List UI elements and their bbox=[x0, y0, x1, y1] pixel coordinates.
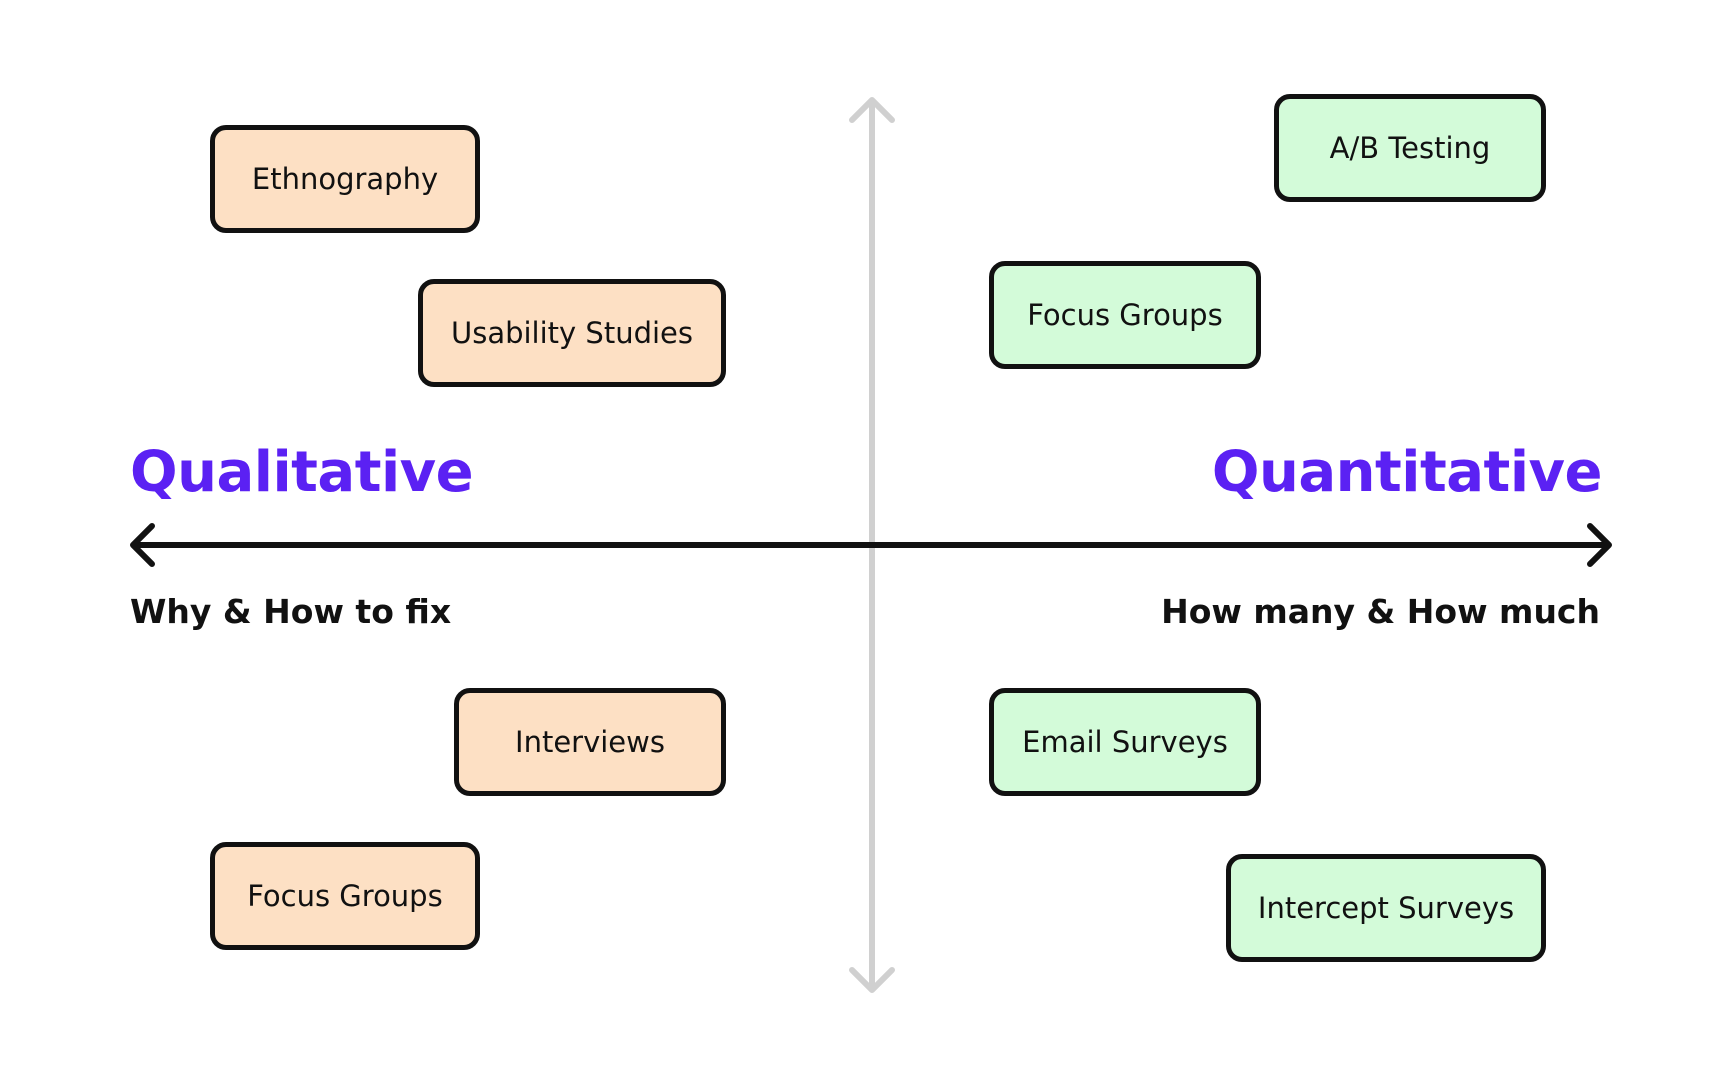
method-card-interviews: Interviews bbox=[454, 688, 726, 796]
method-card-ab-testing: A/B Testing bbox=[1274, 94, 1546, 202]
qualitative-axis-subtitle: Why & How to fix bbox=[130, 592, 452, 631]
horizontal-axis-right-arrowhead bbox=[1587, 523, 1612, 567]
method-card-email-surveys: Email Surveys bbox=[989, 688, 1261, 796]
method-card-ethnography: Ethnography bbox=[210, 125, 480, 233]
vertical-axis-down-arrowhead bbox=[849, 967, 895, 993]
method-card-focus-groups-qualitative: Focus Groups bbox=[210, 842, 480, 950]
quantitative-axis-subtitle: How many & How much bbox=[1161, 592, 1600, 631]
method-card-intercept-surveys: Intercept Surveys bbox=[1226, 854, 1546, 962]
quantitative-axis-title: Quantitative bbox=[1211, 440, 1603, 505]
method-card-usability-studies: Usability Studies bbox=[418, 279, 726, 387]
qualitative-axis-title: Qualitative bbox=[130, 440, 474, 505]
method-card-focus-groups-quantitative: Focus Groups bbox=[989, 261, 1261, 369]
horizontal-axis bbox=[130, 523, 1612, 567]
horizontal-axis-left-arrowhead bbox=[130, 523, 155, 567]
vertical-axis-up-arrowhead bbox=[849, 97, 895, 123]
